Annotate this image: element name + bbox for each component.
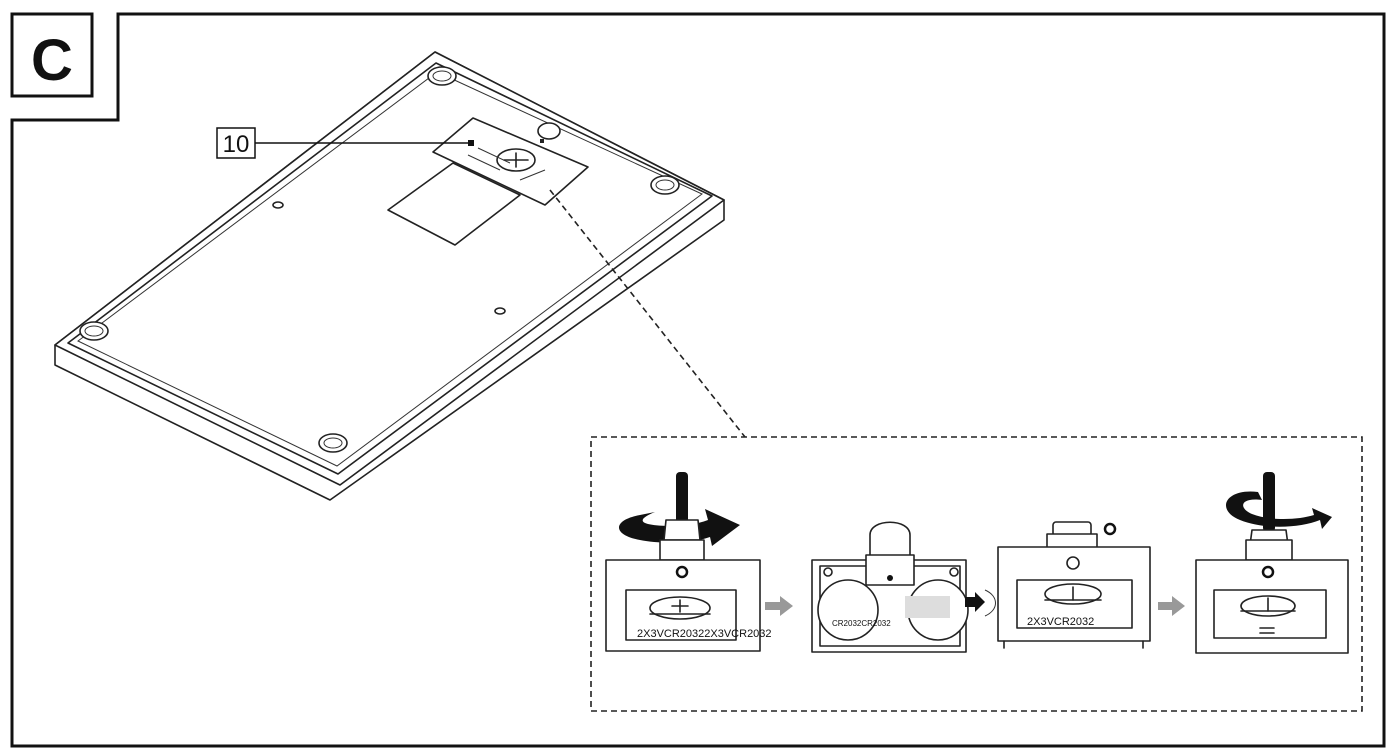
rubber-feet	[79, 66, 680, 453]
step-2-remove-arrow-icon	[965, 592, 985, 612]
step-arrow-2-icon	[1158, 596, 1185, 616]
keyboard-bottom	[54, 51, 725, 501]
detail-leader-line	[549, 189, 746, 438]
step-3-insert-battery: 2X3VCR2032	[997, 521, 1151, 649]
step-2-battery-label: CR2032CR2032	[832, 619, 891, 628]
rotate-clockwise-arrow-icon	[1226, 491, 1332, 529]
callout-10: 10	[216, 127, 474, 159]
step-arrow-1-icon	[765, 596, 793, 616]
section-label-box	[10, 12, 94, 98]
detail-box	[590, 436, 1363, 712]
step-3-battery-label: 2X3VCR2032	[1027, 616, 1094, 628]
step-2-battery-compartment: CR2032CR2032	[811, 521, 996, 653]
step-4-screw-in	[1195, 472, 1349, 654]
screwdriver-icon	[1263, 472, 1275, 532]
battery-cover	[432, 117, 589, 206]
step-1-unscrew: 2X3VCR20322X3VCR2032	[605, 472, 772, 652]
screwdriver-icon	[676, 472, 688, 524]
outer-frame	[10, 12, 1386, 748]
label-area	[387, 162, 521, 246]
callout-number: 10	[223, 131, 250, 158]
section-label: C	[31, 28, 73, 93]
step-1-battery-label: 2X3VCR20322X3VCR2032	[637, 628, 772, 640]
